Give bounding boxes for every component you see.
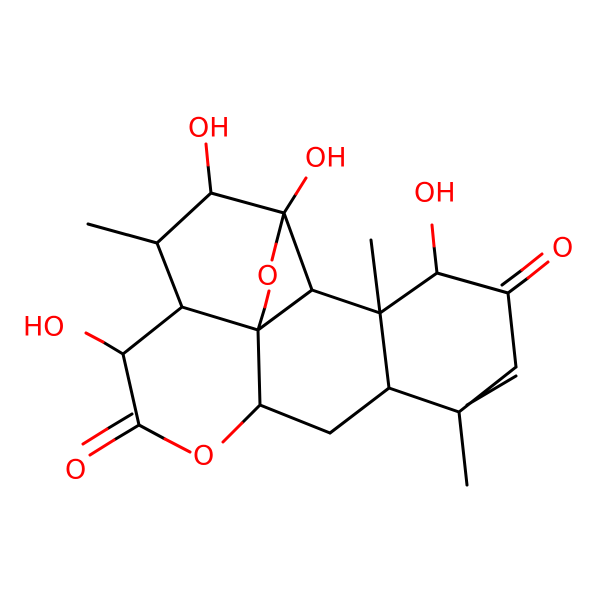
hydroxyl-label: OH [188, 113, 230, 144]
bond [500, 268, 524, 287]
bond [387, 386, 461, 414]
bond [86, 222, 159, 245]
bond [328, 386, 391, 435]
bond [263, 289, 271, 309]
bond [282, 211, 314, 292]
atom-labels: OH OH OH HO O O O O [23, 113, 573, 486]
bond [256, 288, 314, 332]
bond [520, 252, 544, 272]
bond [310, 288, 382, 315]
bond [209, 191, 286, 215]
bond [378, 311, 391, 390]
ring-ester-oxygen-label: O [193, 441, 214, 472]
bond [258, 403, 332, 435]
lactone-carbonyl-oxygen-label: O [65, 455, 86, 486]
bond [88, 438, 116, 457]
bond [294, 176, 308, 196]
bond [155, 191, 213, 245]
bond [204, 142, 210, 167]
bond [240, 403, 262, 425]
bond [430, 223, 436, 248]
bond [256, 328, 262, 407]
hydroxyl-label: OH [305, 143, 347, 174]
bond [137, 423, 167, 441]
bond [435, 271, 510, 295]
bond [506, 291, 518, 369]
bond [180, 305, 260, 332]
bond [163, 437, 192, 454]
bond [282, 192, 298, 215]
bond [121, 305, 184, 356]
ketone-oxygen-label: O [552, 233, 573, 264]
bond [221, 421, 244, 444]
bond [105, 412, 134, 431]
hydroxyl-label: OH [414, 178, 456, 209]
bond [465, 374, 518, 407]
bonds [81, 142, 550, 487]
bond [270, 242, 278, 262]
bridge-oxygen-label: O [257, 261, 278, 292]
bond [506, 276, 530, 295]
hydroxyl-label: HO [23, 312, 65, 343]
bond [526, 260, 550, 280]
bond [81, 427, 109, 446]
bond [155, 241, 184, 309]
bond [457, 410, 469, 487]
bond [84, 331, 105, 344]
bond [121, 352, 141, 427]
bond [369, 238, 382, 315]
bond [101, 340, 125, 356]
bond [274, 211, 286, 246]
bond [432, 244, 439, 275]
bond [256, 305, 267, 332]
bond [378, 271, 439, 315]
bond [112, 423, 141, 442]
bond [206, 163, 213, 195]
